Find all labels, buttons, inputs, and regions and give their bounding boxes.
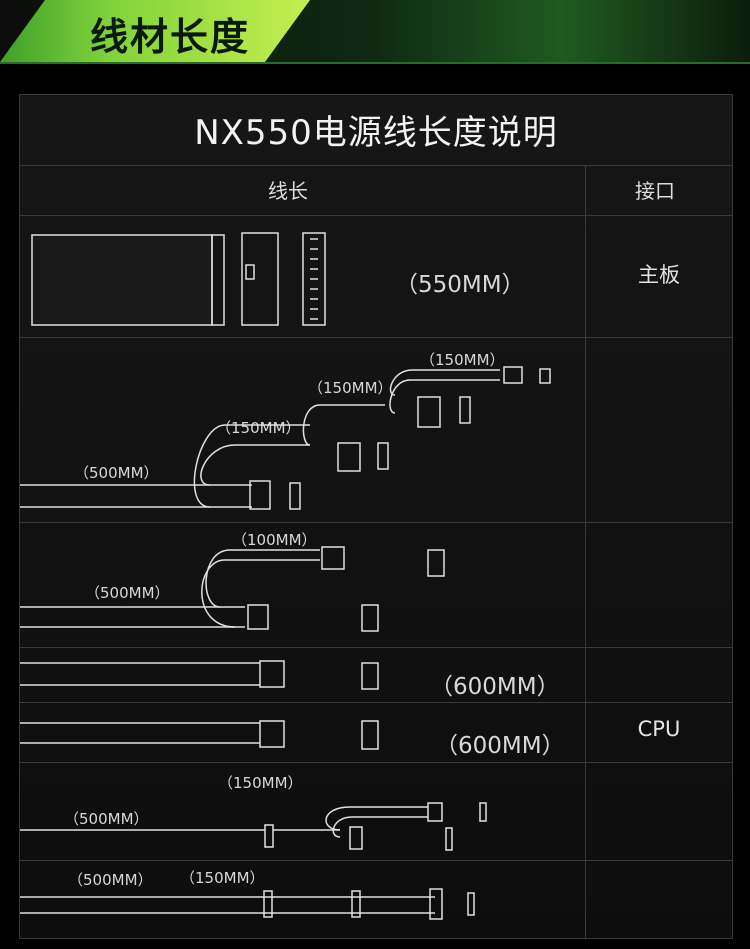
fdd2-length-label-2: （150MM） xyxy=(180,869,265,887)
divider xyxy=(20,215,732,216)
divider xyxy=(20,165,732,166)
divider xyxy=(20,647,732,648)
mainboard-length-label: （550MM） xyxy=(395,272,525,298)
column-header-length: 线长 xyxy=(268,179,308,203)
mainboard-interface-label: 主板 xyxy=(638,263,680,287)
sata-cable-icon xyxy=(20,366,551,510)
cable-illustrations xyxy=(20,232,551,920)
pcie-length-label-2: （100MM） xyxy=(232,531,317,549)
fdd1-cable-icon xyxy=(20,802,487,851)
sata-length-label-2: （150MM） xyxy=(216,419,301,437)
cable-length-table: NX550电源线长度说明 线长 接口 （550MM） 主板 （150MM） （1… xyxy=(19,94,733,939)
sata-length-label-3: （150MM） xyxy=(308,379,393,397)
cpu1-length-label: （600MM） xyxy=(430,674,560,700)
banner-title: 线材长度 xyxy=(90,15,251,59)
divider xyxy=(20,702,732,703)
cpu2-length-label: （600MM） xyxy=(435,733,565,759)
banner-tab xyxy=(0,0,310,62)
divider xyxy=(20,337,732,338)
fdd1-length-label-1: （500MM） xyxy=(64,810,149,828)
column-divider xyxy=(585,165,586,938)
sata-length-label-4: （150MM） xyxy=(420,351,505,369)
pcie-cable-icon xyxy=(20,546,445,632)
mainboard-cable-icon xyxy=(31,232,326,326)
sata-length-label-1: （500MM） xyxy=(74,464,159,482)
divider xyxy=(20,762,732,763)
fdd1-length-label-2: （150MM） xyxy=(218,774,303,792)
fdd2-length-label-1: （500MM） xyxy=(68,871,153,889)
column-header-interface: 接口 xyxy=(635,179,675,203)
fdd2-cable-icon xyxy=(20,888,475,920)
cpu2-cable-icon xyxy=(20,720,379,750)
table-title: NX550电源线长度说明 xyxy=(194,113,558,153)
cpu-interface-label: CPU xyxy=(637,717,681,741)
divider xyxy=(20,860,732,861)
divider xyxy=(20,522,732,523)
cpu1-cable-icon xyxy=(20,660,379,690)
pcie-length-label-1: （500MM） xyxy=(85,584,170,602)
section-banner: 线材长度 xyxy=(0,0,750,64)
